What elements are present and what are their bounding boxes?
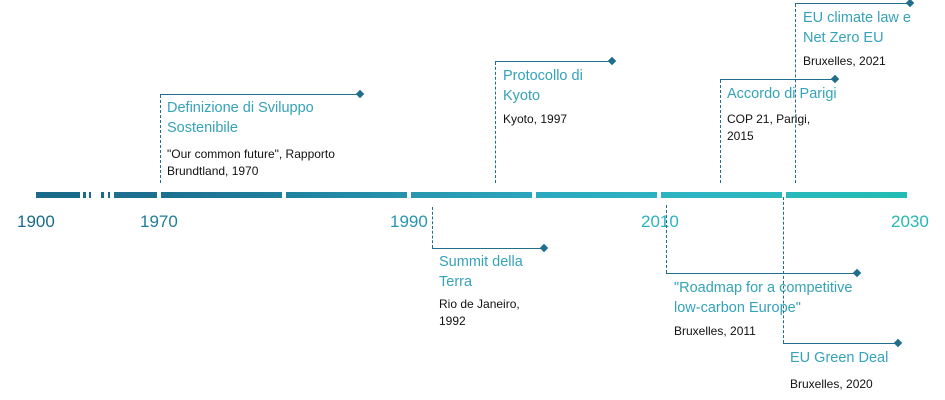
diamond-marker-icon [905,0,915,8]
timeline-segment [411,192,532,198]
event-subtitle: Bruxelles, 2020 [790,377,873,391]
event-subtitle: Bruxelles, 2021 [803,54,886,68]
diamond-marker-icon [607,56,617,66]
connector-line [160,94,360,95]
connector-line [495,61,612,62]
timeline-segment [786,192,907,198]
connector-line [720,80,721,183]
connector-line [795,3,910,4]
year-label-1970: 1970 [140,212,178,231]
connector-line [720,79,835,80]
connector-line [783,343,898,344]
timeline-segment [161,192,282,198]
event-title: Accordo di Parigi [727,86,837,102]
diamond-marker-icon [539,243,549,253]
connector-line [495,62,496,183]
connector-line [432,207,433,248]
timeline-segment [114,192,157,198]
connector-line [666,273,857,274]
timeline-segment [536,192,657,198]
event-subtitle: COP 21, Parigi,2015 [727,112,811,143]
timeline-segment [83,192,86,198]
timeline-segment [36,192,80,198]
event-subtitle: Rio de Janeiro,1992 [439,297,520,328]
diamond-marker-icon [893,338,903,348]
year-label-2010: 2010 [641,212,679,231]
timeline-segment [108,192,110,198]
year-label-2030: 2030 [891,212,929,231]
year-label-1990: 1990 [390,212,428,231]
connector-line [666,205,667,273]
connector-line [795,4,796,183]
year-label-1900: 1900 [17,212,55,231]
connector-line [432,248,544,249]
event-title: EU Green Deal [790,350,889,366]
timeline-segment [286,192,407,198]
timeline-segment [101,192,104,198]
event-subtitle: Bruxelles, 2011 [674,324,756,338]
diamond-marker-icon [852,268,862,278]
diamond-marker-icon [830,74,840,84]
connector-line [160,95,161,183]
event-subtitle: Kyoto, 1997 [503,112,568,126]
timeline-segment [661,192,782,198]
diamond-marker-icon [355,89,365,99]
timeline-segment [89,192,91,198]
connector-line [783,197,784,343]
